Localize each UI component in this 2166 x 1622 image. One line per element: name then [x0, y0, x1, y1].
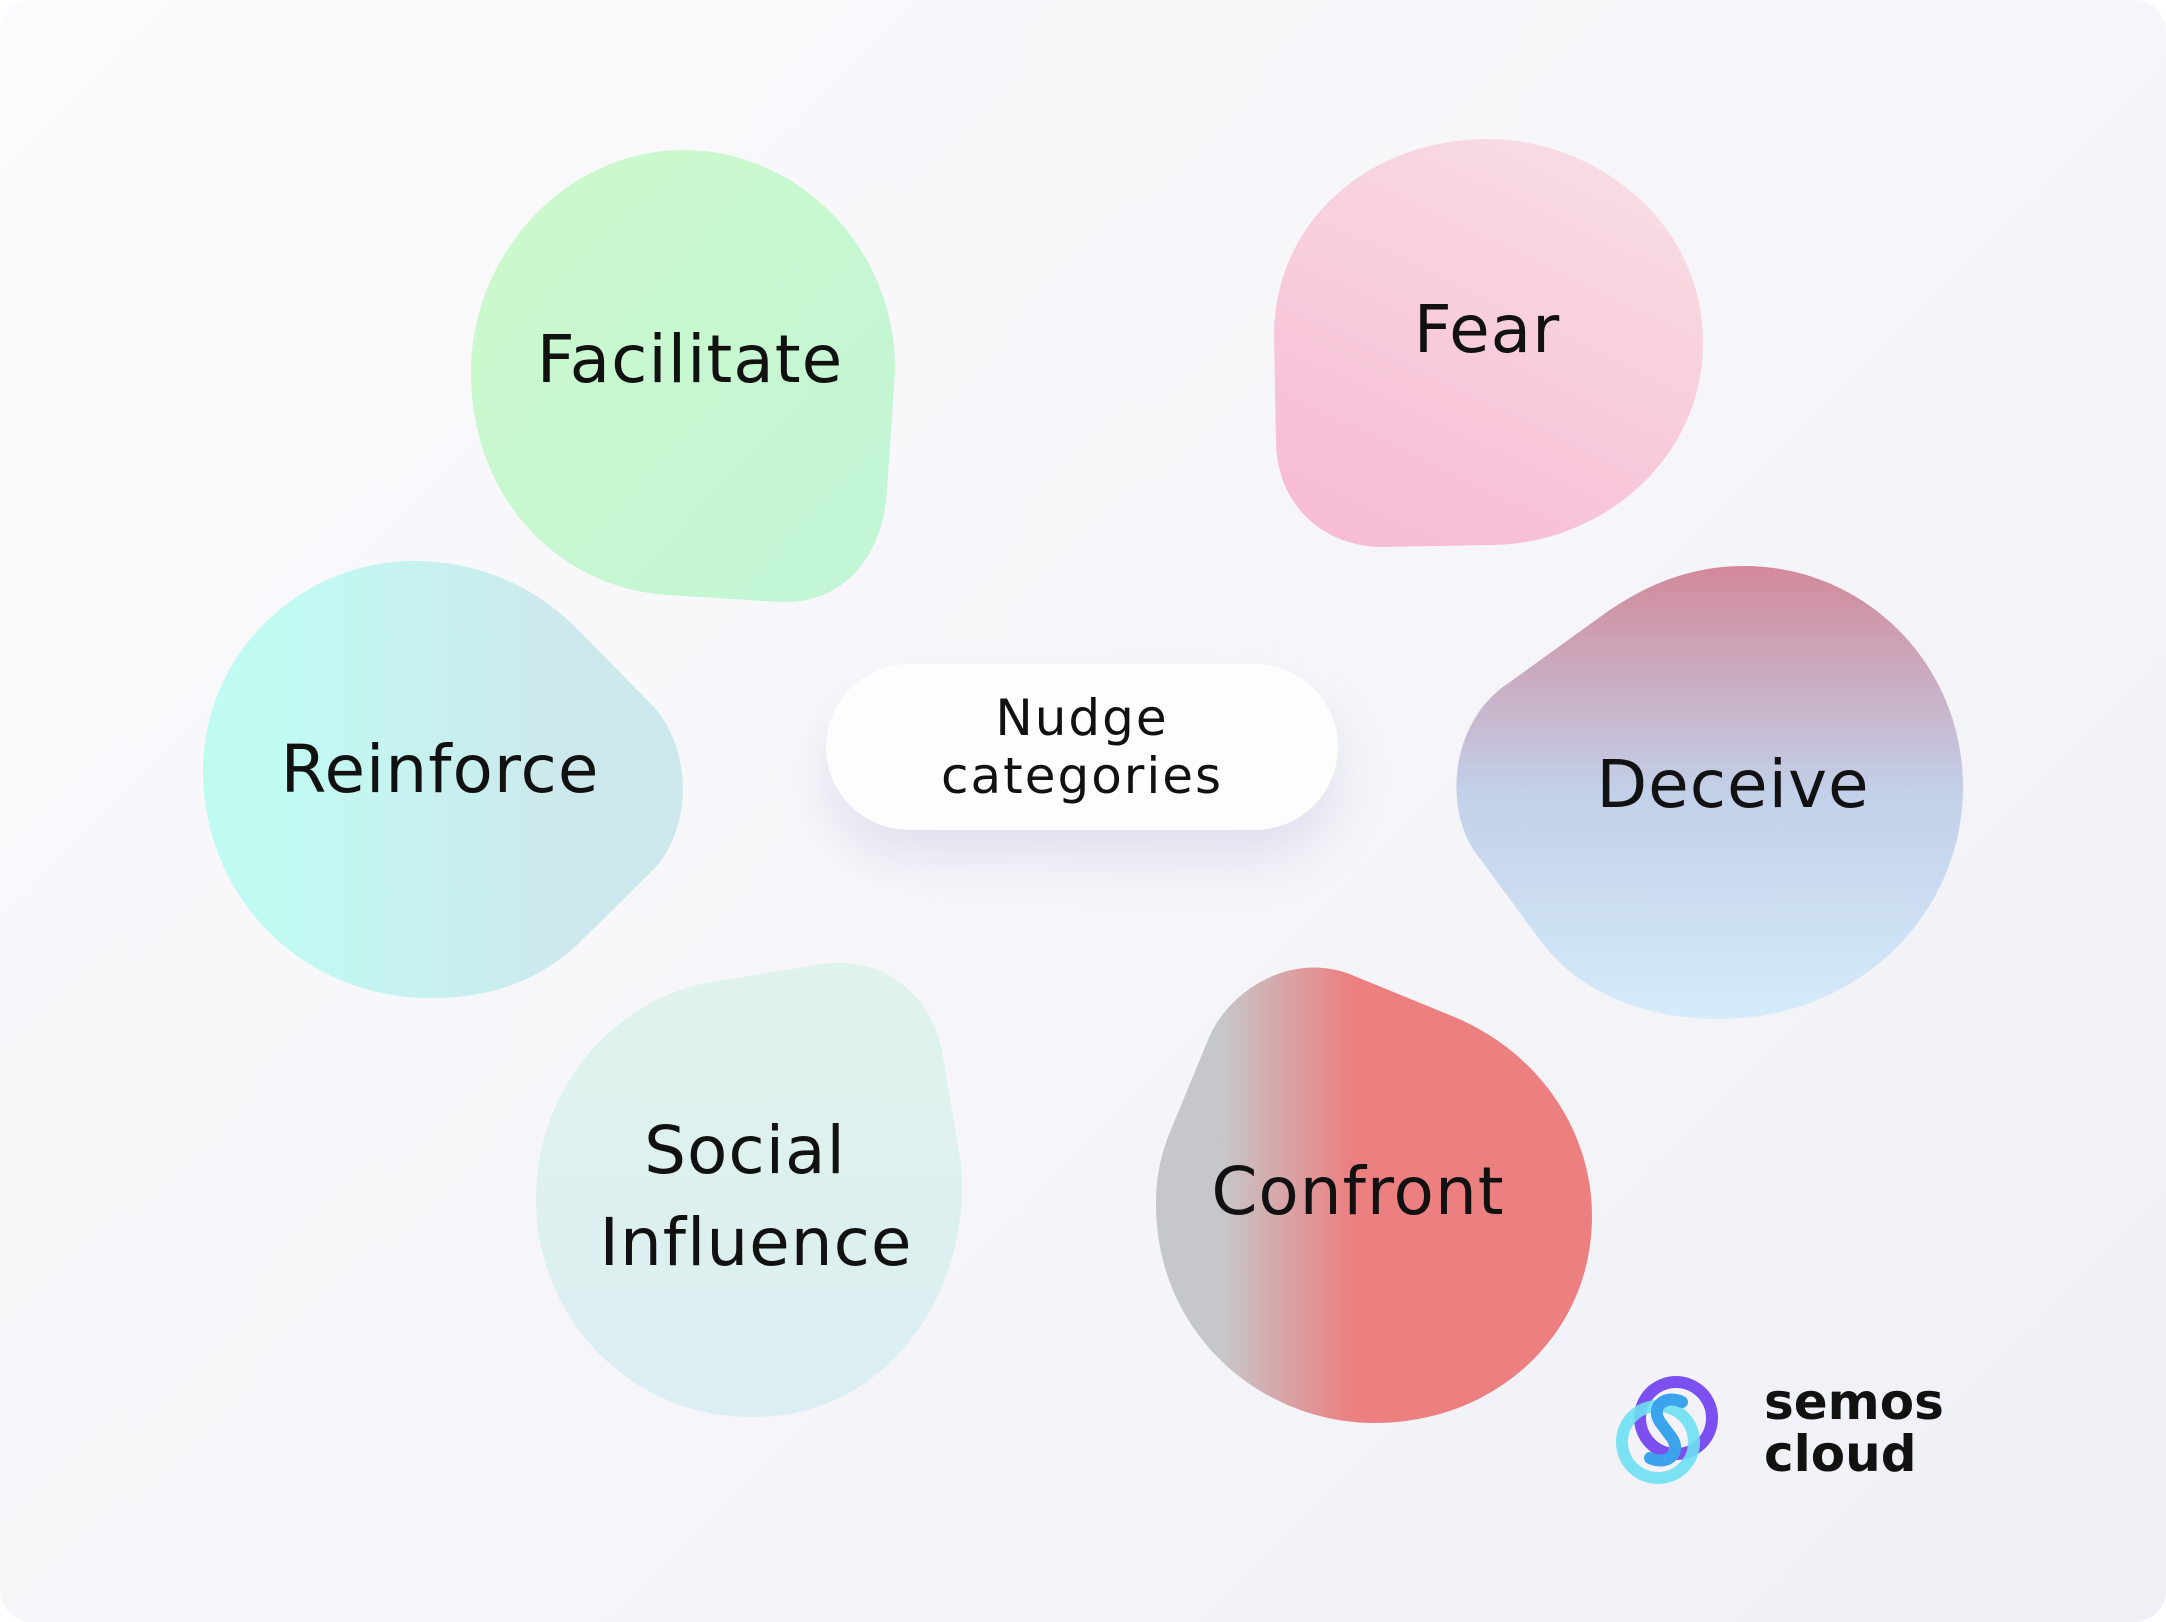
confront-label: Confront [1211, 1153, 1504, 1230]
logo-line-1: semos [1764, 1373, 1944, 1431]
social-influence-blob [536, 962, 962, 1417]
reinforce-label: Reinforce [281, 731, 600, 808]
logo-mark-icon [1616, 1376, 1718, 1484]
fear-label: Fear [1414, 291, 1561, 368]
deceive-blob [1456, 566, 1963, 1019]
center-label-line-2: categories [940, 747, 1224, 805]
center-label-line-1: Nudge [995, 689, 1169, 747]
logo-line-2: cloud [1764, 1425, 1917, 1483]
facilitate-label: Facilitate [537, 321, 843, 398]
confront-blob [1156, 967, 1592, 1423]
category-deceive: Deceive [1456, 566, 1963, 1019]
logo-wordmark: semos cloud [1764, 1376, 1944, 1480]
fear-blob [1274, 139, 1703, 548]
category-reinforce: Reinforce [203, 561, 683, 998]
category-fear: Fear [1274, 139, 1703, 548]
category-confront: Confront [1156, 967, 1592, 1423]
semos-cloud-logo: semos cloud [1612, 1372, 1952, 1492]
facilitate-blob [471, 150, 896, 603]
social-influence-label: Social Influence [599, 1112, 912, 1281]
category-facilitate: Facilitate [471, 150, 896, 603]
category-social-influence: Social Influence [536, 962, 962, 1417]
deceive-label: Deceive [1596, 746, 1869, 823]
center-node: Nudge categories [826, 664, 1338, 830]
reinforce-blob [203, 561, 683, 998]
